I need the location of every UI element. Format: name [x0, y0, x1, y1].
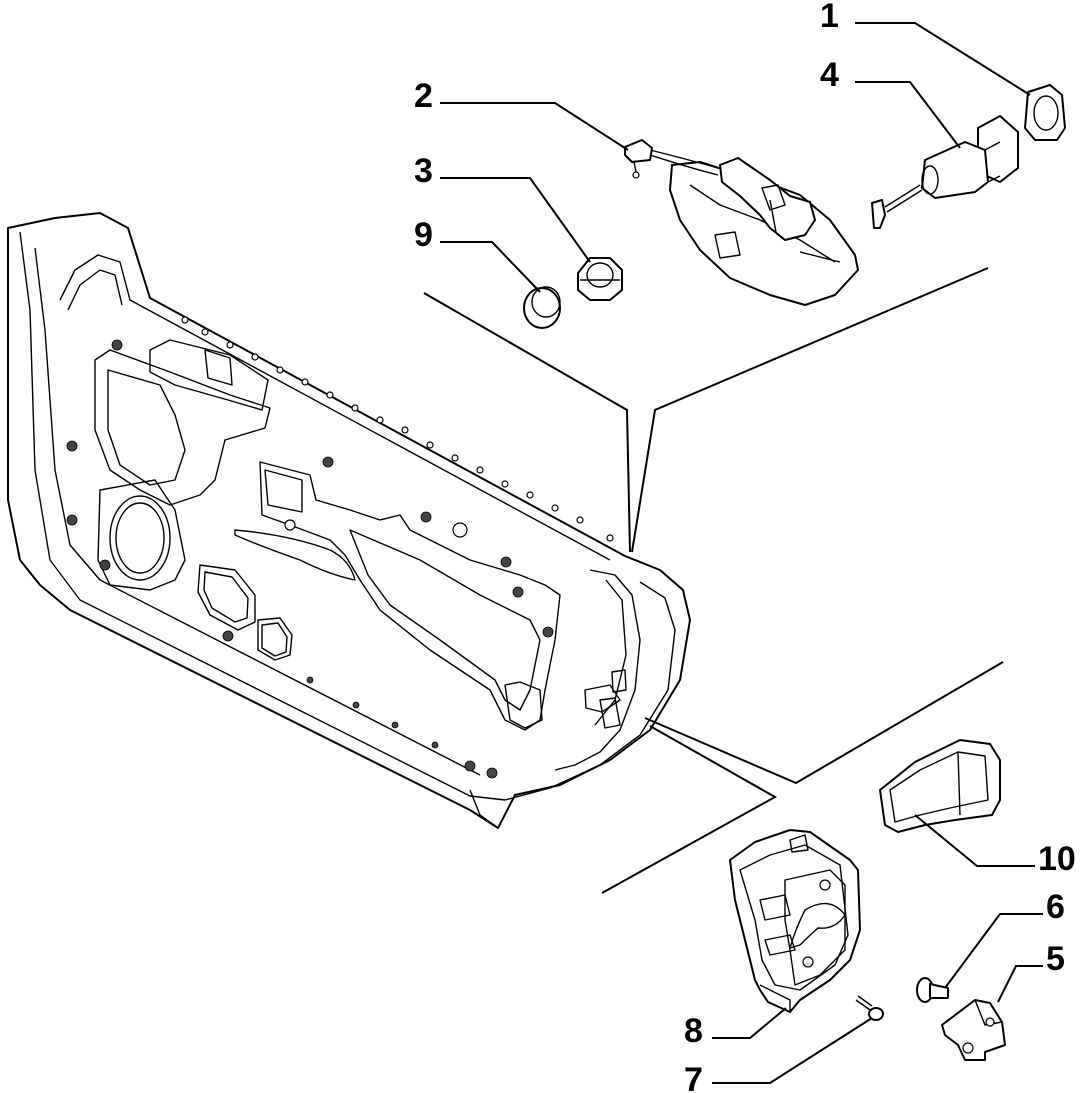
part-10-pad [879, 739, 1001, 833]
callout-10: 10 [1038, 840, 1076, 878]
part-2-inner-handle [624, 139, 859, 306]
part-9-plug [523, 286, 561, 329]
callout-leader-lines [440, 22, 1043, 1084]
callout-7: 7 [684, 1061, 703, 1093]
callout-3: 3 [414, 152, 433, 190]
callout-8: 8 [684, 1012, 703, 1050]
callout-9: 9 [414, 216, 433, 254]
part-7-screw [855, 995, 884, 1021]
callout-2: 2 [414, 77, 433, 115]
door-inner-panel [7, 212, 691, 829]
part-3-nut [577, 257, 623, 301]
part-5-striker [941, 999, 1006, 1061]
part-6-bolt [916, 977, 949, 1003]
part-4-actuator [871, 115, 1019, 229]
callout-1: 1 [820, 0, 839, 35]
callout-numbers: 1 2 3 4 5 6 7 8 9 10 [414, 0, 1076, 1093]
callout-6: 6 [1046, 888, 1065, 926]
callout-4: 4 [820, 56, 839, 94]
part-8-door-lock [729, 829, 861, 1013]
callout-5: 5 [1046, 940, 1065, 978]
explosion-guide-lines [423, 267, 1004, 894]
part-1-grommet [1024, 84, 1066, 141]
